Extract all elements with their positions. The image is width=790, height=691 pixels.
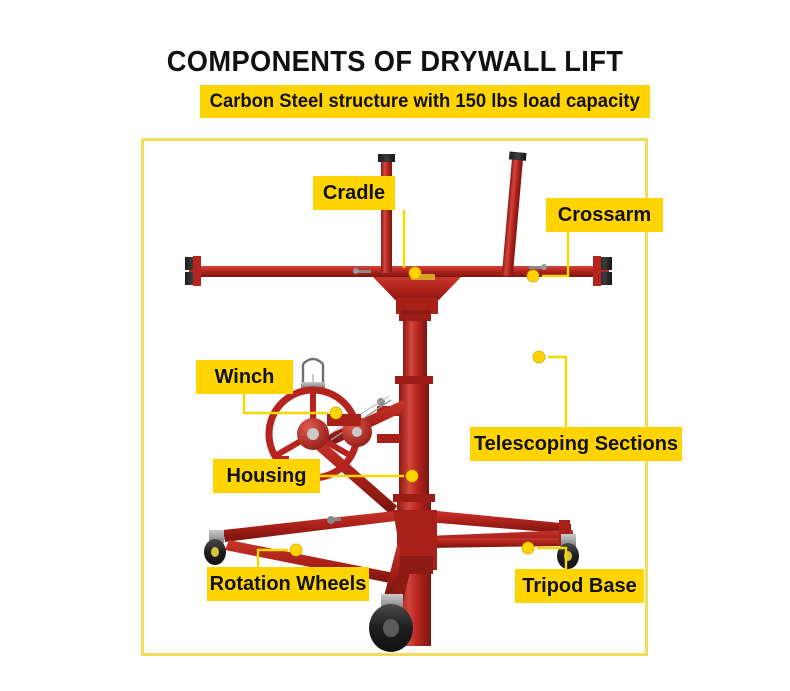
caster-wheel-left <box>204 530 226 565</box>
cradle-end-tab-right <box>593 256 601 286</box>
cradle-pin-right-knob <box>541 264 547 270</box>
cradle-hub <box>373 274 461 318</box>
tripod-leg-right-top <box>427 510 571 534</box>
mast-section-middle <box>399 378 429 508</box>
mast-middle-collar <box>395 376 433 384</box>
mast-section-upper <box>403 316 427 386</box>
tripod-right-end-post <box>559 520 570 546</box>
callout-label-winch[interactable]: Winch <box>196 360 293 394</box>
page-title: COMPONENTS OF DRYWALL LIFT <box>166 46 624 78</box>
cradle-arm-left-cap <box>378 154 395 162</box>
subtitle-text: Carbon Steel structure with 150 lbs load… <box>209 90 641 112</box>
cradle-pin-right <box>529 266 543 269</box>
cradle-arm-right-cap <box>508 151 527 161</box>
callout-label-crossarm[interactable]: Crossarm <box>546 198 663 232</box>
mast-upper-collar <box>399 314 431 321</box>
tripod-pin-bar <box>331 518 341 521</box>
caster-right-hub <box>564 551 572 561</box>
caster-left-hub <box>211 547 219 557</box>
cradle-pin-left-knob <box>353 268 359 274</box>
winch-pulley-hook <box>301 357 325 384</box>
winch-gear-housing <box>327 414 361 426</box>
cradle-pin-left <box>357 270 371 273</box>
cradle-saddle <box>373 277 461 306</box>
mast-lower-collar <box>393 494 435 502</box>
winch-pulley-bar <box>301 382 325 388</box>
cradle-arm-left <box>381 158 392 273</box>
winch-drum-bolt <box>352 427 362 437</box>
cradle-arm-right <box>501 155 524 277</box>
tripod-gusset <box>393 510 437 570</box>
callout-label-tripod-base[interactable]: Tripod Base <box>515 569 644 603</box>
callout-label-telescoping-sections[interactable]: Telescoping Sections <box>470 427 682 461</box>
caster-wheel-front <box>369 594 413 652</box>
cradle-arm-right-group <box>501 151 527 277</box>
caster-front-hub <box>383 619 399 637</box>
mast-bracket-lower <box>377 434 401 443</box>
cradle-assembly <box>185 151 612 286</box>
cradle-end-tab-left <box>193 256 201 286</box>
cradle-warning-decal <box>411 274 435 280</box>
tripod-gusset-lower <box>399 556 433 574</box>
callout-label-housing[interactable]: Housing <box>213 459 320 493</box>
cradle-main-bar <box>189 266 609 277</box>
tripod-leg-left-top <box>223 510 403 542</box>
callout-label-rotation-wheels[interactable]: Rotation Wheels <box>207 567 369 601</box>
callout-label-cradle[interactable]: Cradle <box>313 176 395 210</box>
subtitle-banner: Carbon Steel structure with 150 lbs load… <box>200 85 650 118</box>
tripod-leg-right-low <box>427 538 561 548</box>
winch-hub-bolt <box>307 428 319 440</box>
